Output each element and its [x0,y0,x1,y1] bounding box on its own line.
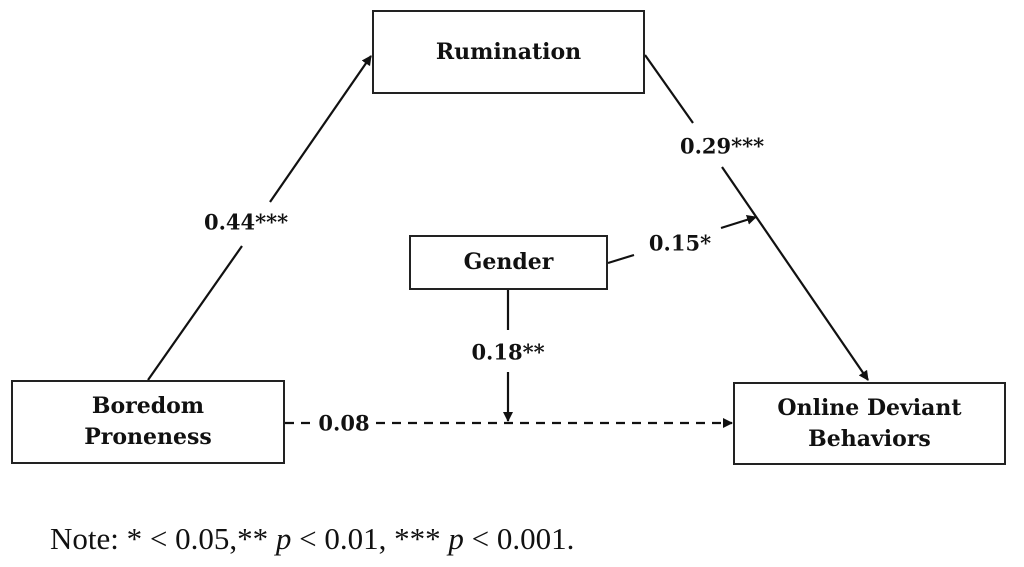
moderation-b-line-start [607,253,635,265]
node-gender: Gender [409,235,608,290]
note-suffix: < 0.001. [463,521,575,556]
note-mid: < 0.01, *** [291,521,449,556]
moderation-b-arrow [720,214,757,230]
path-b-line-upper [644,54,694,124]
node-gender-label: Gender [463,249,554,275]
coef-gender-moderation-b: 0.15* [648,230,712,256]
coef-direct-effect: 0.08 [318,410,370,436]
node-boredom-label-line2: Proneness [84,424,212,450]
significance-note: Note: * < 0.05,** p < 0.01, *** p < 0.00… [50,521,574,557]
node-boredom-label-line1: Boredom [91,393,205,419]
coef-rumination-to-outcome: 0.29*** [679,133,765,159]
note-p-symbol-1: p [275,521,292,556]
note-prefix: Note: * < 0.05,** [50,521,276,556]
node-rumination: Rumination [372,10,645,94]
coef-gender-moderation-direct: 0.18** [471,339,545,365]
node-outcome-label-line1: Online Deviant [777,394,962,421]
coef-boredom-to-rumination: 0.44*** [203,209,289,235]
node-outcome-label-line2: Behaviors [808,425,931,452]
node-rumination-label: Rumination [435,38,582,65]
path-a-line-upper [269,55,372,203]
path-a-line-lower [147,245,243,381]
path-b-line-lower [721,166,869,381]
note-p-symbol-2: p [448,521,464,556]
node-online-deviant-behaviors: Online Deviant Behaviors [733,382,1006,465]
node-boredom-proneness: Boredom Proneness [11,380,285,464]
